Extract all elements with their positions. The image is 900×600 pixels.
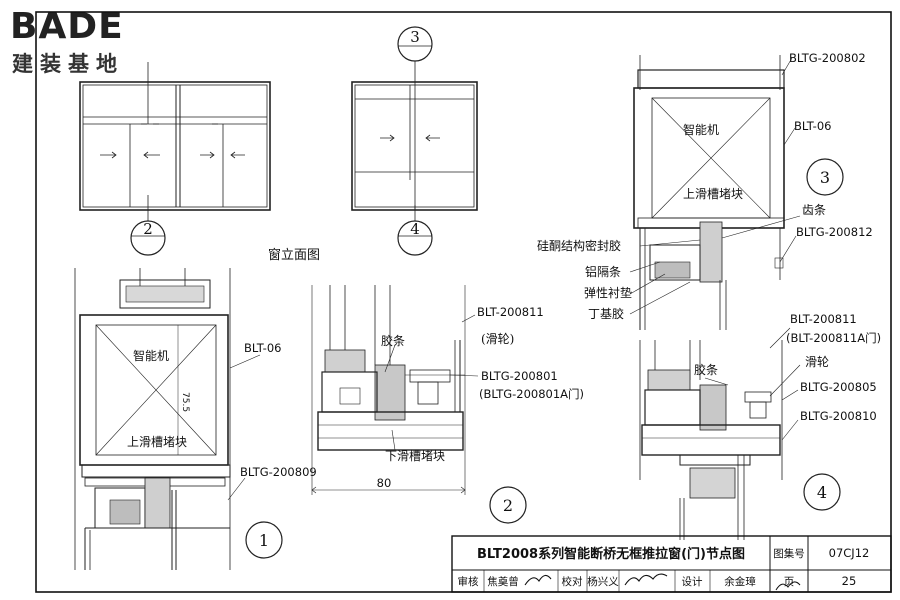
- brand-name-en: BADE: [10, 6, 124, 47]
- title-block-reviewer: 焦奠曾: [487, 575, 519, 588]
- d2-bltg200801: BLTG-200801: [481, 369, 558, 383]
- d2-dim: 80: [377, 476, 392, 490]
- section-marker-2: 2: [130, 220, 166, 256]
- d3-sealant: 硅酮结构密封胶: [537, 238, 621, 253]
- section-marker-4: 4: [397, 220, 433, 256]
- d1-bltg200809: BLTG-200809: [240, 465, 317, 479]
- d2-block: 下滑槽堵块: [385, 449, 445, 463]
- elevation-caption: 窗立面图: [268, 247, 320, 263]
- marker-3-label: 3: [410, 28, 420, 46]
- d4-bltg200805: BLTG-200805: [800, 380, 877, 394]
- detail-1-number: 1: [259, 531, 269, 550]
- title-block-designer: 余金璋: [724, 575, 756, 588]
- title-block-atlas-label: 图集号: [773, 547, 805, 560]
- d2-blt200811: BLT-200811: [477, 305, 544, 319]
- d4-bltg200810: BLTG-200810: [800, 409, 877, 423]
- d3-bltg200802: BLTG-200802: [789, 51, 866, 65]
- elevation-left: [79, 62, 271, 228]
- detail-4-marker: 4: [803, 473, 841, 511]
- detail-4-number: 4: [817, 483, 827, 502]
- d3-blt06: BLT-06: [794, 119, 831, 133]
- d3-bltg200812: BLTG-200812: [796, 225, 873, 239]
- marker-4-label: 4: [410, 220, 420, 238]
- detail-2-number: 2: [503, 496, 513, 515]
- detail-2-drawing: [311, 285, 479, 495]
- title-block-atlas-no: 07CJ12: [829, 546, 870, 560]
- title-block-checker: 杨兴义: [587, 575, 619, 588]
- marker-2-label: 2: [143, 220, 153, 238]
- title-block-design-label: 设计: [682, 575, 703, 588]
- d2-strip: 胶条: [381, 333, 405, 348]
- d3-butyl: 丁基胶: [588, 306, 624, 321]
- title-block-review-label: 审核: [458, 575, 479, 588]
- d3-spacer: 铝隔条: [585, 264, 621, 279]
- d4-pulley: 滑轮: [805, 355, 829, 369]
- title-block-page-no: 25: [842, 574, 857, 588]
- section-marker-3: 3: [397, 26, 433, 62]
- brand-name-cn: 建装基地: [12, 52, 124, 76]
- elevation-right: [351, 58, 478, 228]
- d2-bltg200801a: (BLTG-200801A门): [479, 387, 584, 401]
- d1-block: 上滑槽堵块: [127, 435, 187, 449]
- title-block-page-label: 页: [784, 576, 795, 588]
- checker-signature: [624, 573, 668, 586]
- d3-motor: 智能机: [683, 122, 719, 137]
- d3-rack: 齿条: [802, 203, 826, 217]
- detail-4-drawing: [639, 327, 801, 540]
- designer-signature: [775, 581, 801, 591]
- reviewer-signature: [524, 574, 552, 586]
- title-block-title: BLT2008系列智能断桥无框推拉窗(门)节点图: [477, 546, 745, 562]
- d4-blt200811: BLT-200811: [790, 312, 857, 326]
- d4-strip: 胶条: [694, 362, 718, 377]
- d2-pulley: (滑轮): [481, 332, 514, 346]
- detail-1-drawing: [74, 268, 261, 570]
- d4-blt200811a: (BLT-200811A门): [786, 331, 881, 345]
- detail-3-number: 3: [820, 168, 830, 187]
- title-block-check-label: 校对: [562, 575, 583, 588]
- title-block: [451, 535, 892, 593]
- brand-logo: BADE 建装基地: [6, 4, 156, 76]
- detail-2-marker: 2: [489, 486, 527, 524]
- d3-block: 上滑槽堵块: [683, 187, 743, 201]
- d3-pad: 弹性衬垫: [584, 285, 632, 300]
- detail-3-marker: 3: [806, 158, 844, 196]
- detail-3-drawing: [629, 55, 801, 330]
- d1-motor: 智能机: [133, 348, 169, 363]
- d1-blt06: BLT-06: [244, 341, 281, 355]
- detail-1-marker: 1: [245, 521, 283, 559]
- d1-dim: 75.5: [180, 392, 190, 412]
